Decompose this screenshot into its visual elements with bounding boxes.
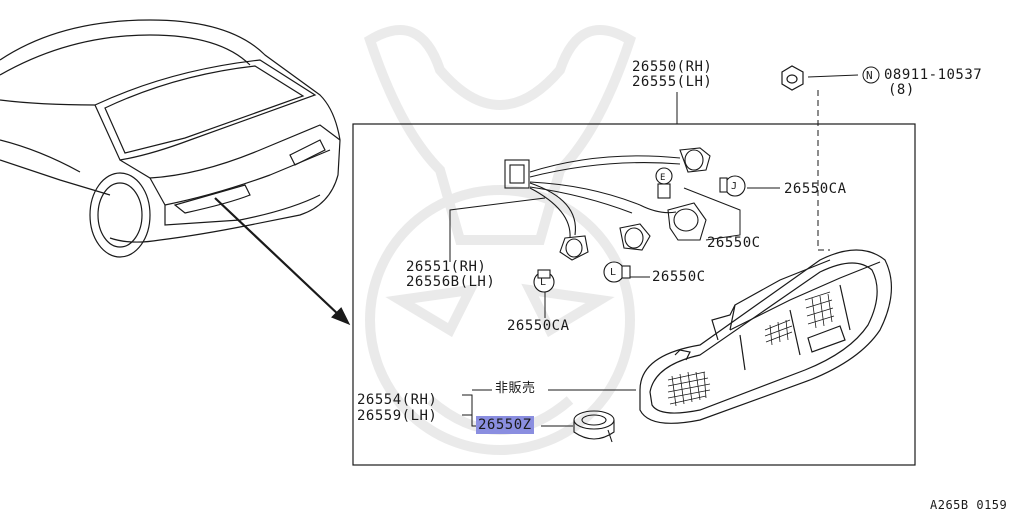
label-lens-rh: 26554(RH) [357,392,438,408]
label-nut-part: 08911-10537 [884,67,983,83]
label-harness-rh: 26551(RH) [406,259,487,275]
detail-frame [352,123,916,466]
bulb-letter-l2: L [540,277,547,288]
bulb-letter-j: J [731,181,738,192]
label-bulb-c-mid: 26550C [652,269,706,285]
car-outline [0,19,341,258]
seal-part [573,410,615,443]
nut-symbol-circle [862,66,880,84]
bulb-letter-e: E [660,173,666,183]
bulb-letter-l1: L [610,267,617,278]
label-not-for-sale: 非販売 [495,381,536,396]
watermark-emblem [363,25,637,455]
label-tail-lamp-lh: 26555(LH) [632,74,713,90]
nut-fastener [781,65,804,91]
label-seal-part[interactable]: 26550Z [476,416,534,434]
label-lens-lh: 26559(LH) [357,408,438,424]
label-nut-qty: (8) [888,82,915,98]
label-bulb-ca-bottom: 26550CA [507,318,570,334]
label-bulb-ca-top: 26550CA [784,181,847,197]
tail-lamp-assembly [639,249,893,424]
bulb-icons [533,167,746,293]
detail-arrow [214,197,351,326]
label-diagram-code: A265B 0159 [930,498,1008,512]
wiring-harness [504,147,711,261]
label-nut-symbol: N [866,69,874,82]
leader-lines [449,74,859,427]
label-harness-lh: 26556B(LH) [406,274,496,290]
lamp-lens-hatching [667,291,835,407]
label-tail-lamp-rh: 26550(RH) [632,59,713,75]
label-bulb-c-right: 26550C [707,235,761,251]
